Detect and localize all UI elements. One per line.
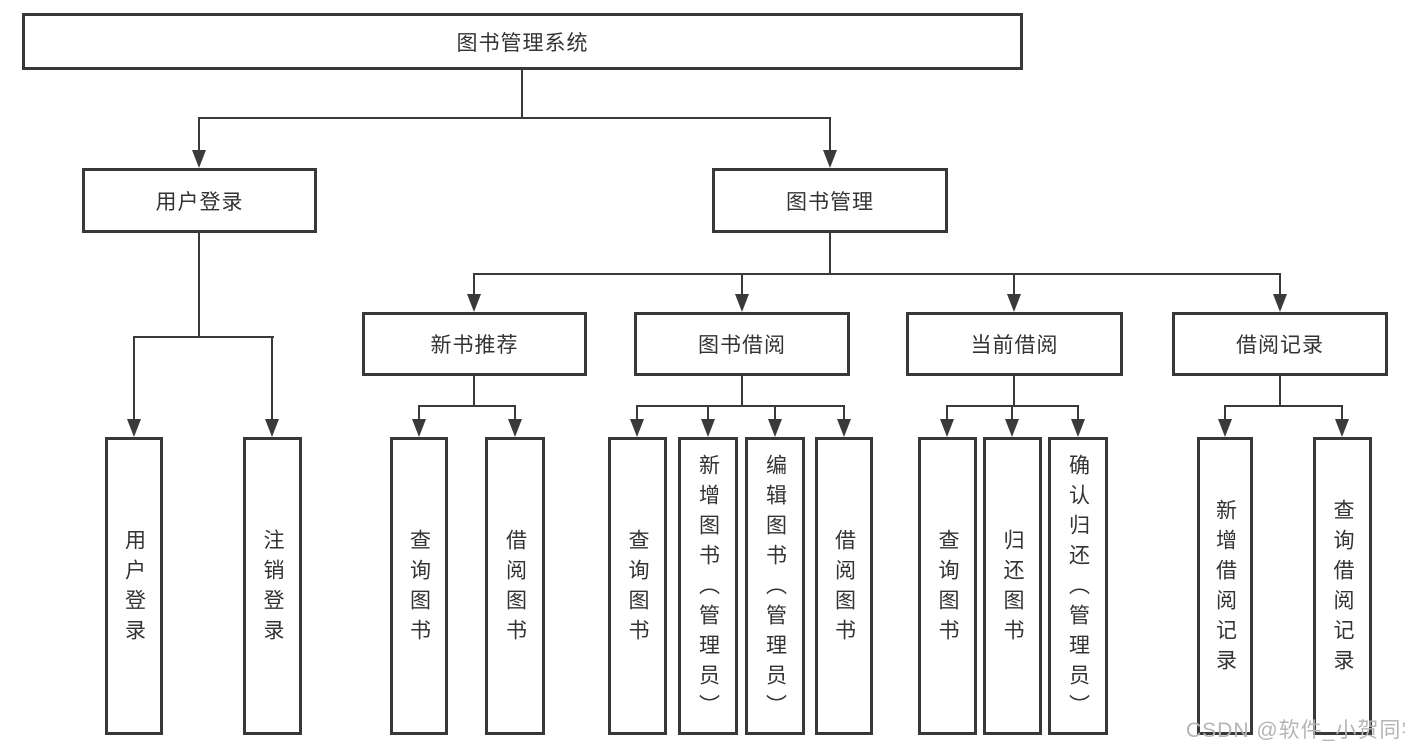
node-user-login: 用户登录 [82, 168, 317, 233]
leaf-user-login: 用户登录 [105, 437, 163, 735]
arrowhead-leaf-login [127, 419, 141, 437]
arrowhead-br-add [1218, 419, 1232, 437]
arrowhead-br-query [1335, 419, 1349, 437]
arrowhead-nb-borrow [508, 419, 522, 437]
connector-to-br-query [1341, 405, 1343, 419]
leaf-borrow-query-book: 查询图书 [608, 437, 667, 735]
leaf-label: 确认归还（管理员） [1066, 454, 1090, 724]
arrowhead-bb-add [701, 419, 715, 437]
node-label: 用户登录 [155, 190, 244, 214]
connector-to-nb-borrow [514, 405, 516, 419]
connector-to-bb-add [707, 405, 709, 419]
arrowhead-cb-return [1005, 419, 1019, 437]
leaf-current-query-book: 查询图书 [918, 437, 977, 735]
connector-user-login-stem [198, 233, 200, 336]
node-label: 借阅记录 [1236, 334, 1324, 357]
connector-to-book-management [829, 117, 831, 150]
arrowhead-nb-query [412, 419, 426, 437]
node-library-management-system: 图书管理系统 [22, 13, 1023, 70]
connector-to-leaf-logout [271, 336, 273, 419]
node-label: 图书管理 [786, 190, 874, 214]
connector-book-borrow-stem [741, 376, 743, 405]
leaf-label: 查询借阅记录 [1331, 499, 1354, 679]
leaf-borrow-book: 借阅图书 [815, 437, 873, 735]
csdn-watermark: CSDN @软件_小贺同学 [1186, 719, 1405, 742]
connector-to-current-borrow [1013, 273, 1015, 294]
connector-book-mgmt-hbar [473, 273, 1281, 275]
node-book-management: 图书管理 [712, 168, 948, 233]
connector-to-bb-edit [774, 405, 776, 419]
connector-to-cb-query [946, 405, 948, 419]
connector-to-leaf-login [133, 336, 135, 419]
connector-user-login-hbar [133, 336, 274, 338]
leaf-query-borrow-record: 查询借阅记录 [1313, 437, 1372, 735]
arrowhead-leaf-logout [265, 419, 279, 437]
leaf-add-book-admin: 新增图书（管理员） [678, 437, 738, 735]
connector-to-user-login [198, 117, 200, 150]
node-book-borrow: 图书借阅 [634, 312, 850, 376]
connector-new-book-stem [473, 376, 475, 405]
leaf-label: 归还图书 [1001, 529, 1024, 649]
leaf-label: 借阅图书 [503, 529, 527, 649]
leaf-label: 注销登录 [261, 529, 284, 649]
connector-current-borrow-stem [1013, 376, 1015, 405]
arrowhead-bb-query [630, 419, 644, 437]
leaf-edit-book-admin: 编辑图书（管理员） [745, 437, 805, 735]
arrowhead-bb-edit [768, 419, 782, 437]
node-label: 新书推荐 [430, 334, 519, 357]
arrowhead-borrow-records [1273, 294, 1287, 312]
connector-root-hbar [198, 117, 831, 119]
leaf-confirm-return-admin: 确认归还（管理员） [1048, 437, 1108, 735]
node-new-book-recommend: 新书推荐 [362, 312, 587, 376]
connector-book-mgmt-stem [829, 233, 831, 273]
leaf-label: 借阅图书 [832, 529, 856, 649]
leaf-label: 查询图书 [626, 529, 649, 649]
leaf-label: 新增图书（管理员） [696, 454, 720, 724]
connector-to-br-add [1224, 405, 1226, 419]
arrowhead-cb-confirm [1071, 419, 1085, 437]
connector-borrow-records-stem [1279, 376, 1281, 405]
leaf-recommend-borrow-book: 借阅图书 [485, 437, 545, 735]
leaf-recommend-query-book: 查询图书 [390, 437, 448, 735]
node-current-borrow: 当前借阅 [906, 312, 1123, 376]
connector-to-cb-return [1011, 405, 1013, 419]
arrowhead-bb-borrow [837, 419, 851, 437]
leaf-logout: 注销登录 [243, 437, 302, 735]
node-borrow-records: 借阅记录 [1172, 312, 1388, 376]
arrowhead-cb-query [940, 419, 954, 437]
leaf-label: 查询图书 [407, 529, 431, 649]
connector-book-borrow-hbar [636, 405, 845, 407]
leaf-label: 查询图书 [936, 529, 959, 649]
connector-root-stem [521, 70, 523, 117]
leaf-label: 新增借阅记录 [1213, 499, 1237, 679]
node-label: 图书管理系统 [456, 31, 589, 55]
node-label: 图书借阅 [698, 334, 786, 357]
arrowhead-current-borrow [1007, 294, 1021, 312]
connector-to-cb-confirm [1077, 405, 1079, 419]
connector-to-nb-query [418, 405, 420, 419]
connector-new-book-hbar [418, 405, 516, 407]
leaf-label: 编辑图书（管理员） [763, 454, 787, 724]
leaf-return-book: 归还图书 [983, 437, 1042, 735]
arrowhead-user-login [192, 150, 206, 168]
node-label: 当前借阅 [970, 334, 1059, 357]
connector-to-bb-query [636, 405, 638, 419]
connector-to-borrow-records [1279, 273, 1281, 294]
connector-to-bb-borrow [843, 405, 845, 419]
connector-to-book-borrow [741, 273, 743, 294]
leaf-add-borrow-record: 新增借阅记录 [1197, 437, 1253, 735]
arrowhead-new-book [467, 294, 481, 312]
connector-to-new-book [473, 273, 475, 294]
leaf-label: 用户登录 [122, 529, 146, 649]
connector-borrow-records-hbar [1224, 405, 1343, 407]
arrowhead-book-borrow [735, 294, 749, 312]
arrowhead-book-management [823, 150, 837, 168]
